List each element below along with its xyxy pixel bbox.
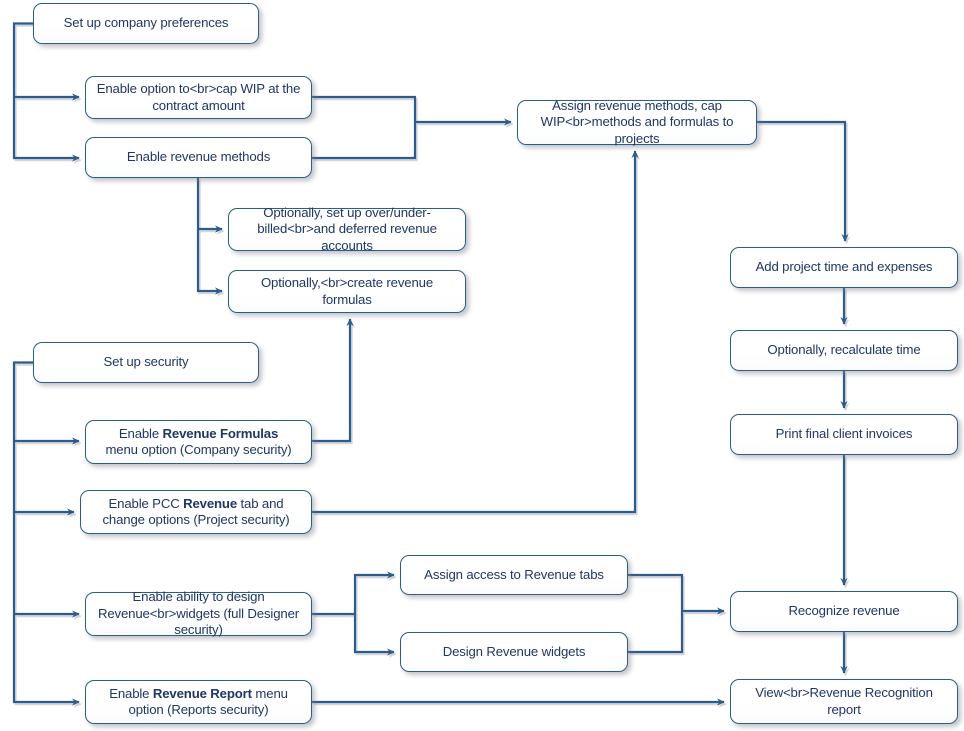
node-revenue-formulas-opt[interactable]: Optionally,<br>create revenue formulas — [228, 270, 466, 313]
node-design-rev-widgets[interactable]: Enable ability to design Revenue<br>widg… — [85, 589, 312, 638]
edge-assign-to-addtime — [757, 120, 849, 242]
node-label: Enable option to<br>cap WIP at the contr… — [96, 81, 301, 113]
edge-prefs-to-revmethods — [12, 97, 80, 162]
node-setup-security[interactable]: Set up security — [33, 342, 259, 383]
node-add-time-expenses[interactable]: Add project time and expenses — [730, 247, 958, 288]
node-company-prefs[interactable]: Set up company preferences — [33, 3, 259, 44]
node-over-under-billed[interactable]: Optionally, set up over/under-billed<br>… — [228, 205, 466, 253]
node-recognize-revenue[interactable]: Recognize revenue — [730, 591, 958, 632]
edge-revmethods-to-overunder — [196, 178, 223, 233]
edge-design-merge — [628, 611, 684, 654]
node-cap-wip[interactable]: Enable option to<br>cap WIP at the contr… — [85, 76, 312, 119]
node-label: Enable ability to design Revenue<br>widg… — [97, 589, 300, 638]
node-design-widgets[interactable]: Design Revenue widgets — [400, 632, 628, 672]
node-label: Assign access to Revenue tabs — [424, 566, 604, 582]
edge-revmethods-merge — [312, 122, 417, 160]
node-assign-access-tabs[interactable]: Assign access to Revenue tabs — [400, 555, 628, 595]
edge-access-merge — [628, 573, 684, 611]
node-label: Assign revenue methods, cap WIP<br>metho… — [540, 97, 734, 146]
edge-capwip-merge — [312, 95, 417, 122]
node-label: Print final client invoices — [775, 426, 913, 442]
node-label: Set up security — [103, 354, 189, 370]
edge-designwidg-to-access — [312, 571, 395, 616]
node-label: Enable revenue methods — [126, 149, 271, 165]
node-print-invoices[interactable]: Print final client invoices — [730, 414, 958, 455]
edge-formulamenu-to-formulas — [312, 318, 354, 443]
node-label: Set up company preferences — [63, 15, 229, 31]
node-label: View<br>Revenue Recognition report — [755, 685, 933, 717]
edge-designwidg-to-design — [353, 614, 395, 656]
node-view-report[interactable]: View<br>Revenue Recognition report — [730, 679, 958, 724]
edge-security-to-reportmenu — [12, 614, 80, 706]
node-revenue-methods[interactable]: Enable revenue methods — [85, 137, 312, 178]
node-label: Optionally, set up over/under-billed<br>… — [257, 204, 437, 253]
edge-security-to-pcctab — [12, 441, 75, 516]
node-label: Optionally, recalculate time — [767, 342, 921, 358]
node-label: Design Revenue widgets — [442, 643, 586, 659]
edge-revmethods-to-formulas — [196, 229, 223, 295]
node-recalculate-time[interactable]: Optionally, recalculate time — [730, 330, 958, 371]
node-label: Recognize revenue — [788, 603, 900, 619]
node-label: Optionally,<br>create revenue formulas — [260, 275, 434, 307]
edge-security-to-designwidg — [12, 512, 80, 618]
node-assign-methods[interactable]: Assign revenue methods, cap WIP<br>metho… — [517, 97, 757, 146]
node-label: Add project time and expenses — [755, 259, 933, 275]
